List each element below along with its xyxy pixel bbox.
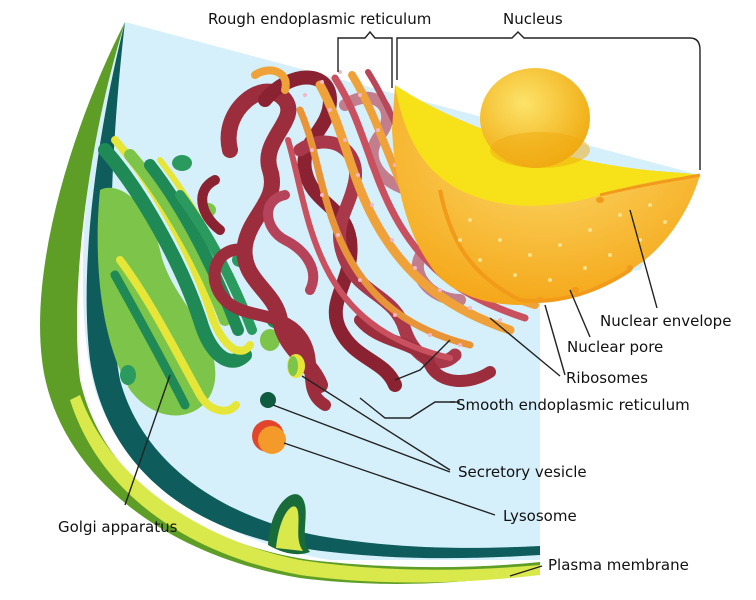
leader-lines (124, 30, 701, 577)
label-nucleus: Nucleus (503, 10, 563, 28)
label-lysosome: Lysosome (503, 507, 577, 525)
label-nuclear-pore: Nuclear pore (567, 338, 663, 356)
label-smooth-er: Smooth endoplasmic reticulum (456, 396, 690, 414)
secretory-vesicle-2 (260, 392, 276, 408)
label-ribosomes: Ribosomes (566, 369, 648, 387)
label-golgi: Golgi apparatus (58, 518, 178, 536)
lysosome (252, 420, 286, 454)
nucleus (392, 68, 701, 305)
label-plasma-membrane: Plasma membrane (548, 556, 689, 574)
plasma-membrane (70, 395, 540, 583)
label-secretory-vesicle: Secretory vesicle (458, 463, 587, 481)
label-nuclear-envelope: Nuclear envelope (600, 312, 731, 330)
secretory-vesicle-1 (287, 354, 305, 378)
nuclear-pore-dots (458, 203, 667, 282)
label-rough-er: Rough endoplasmic reticulum (208, 10, 431, 28)
